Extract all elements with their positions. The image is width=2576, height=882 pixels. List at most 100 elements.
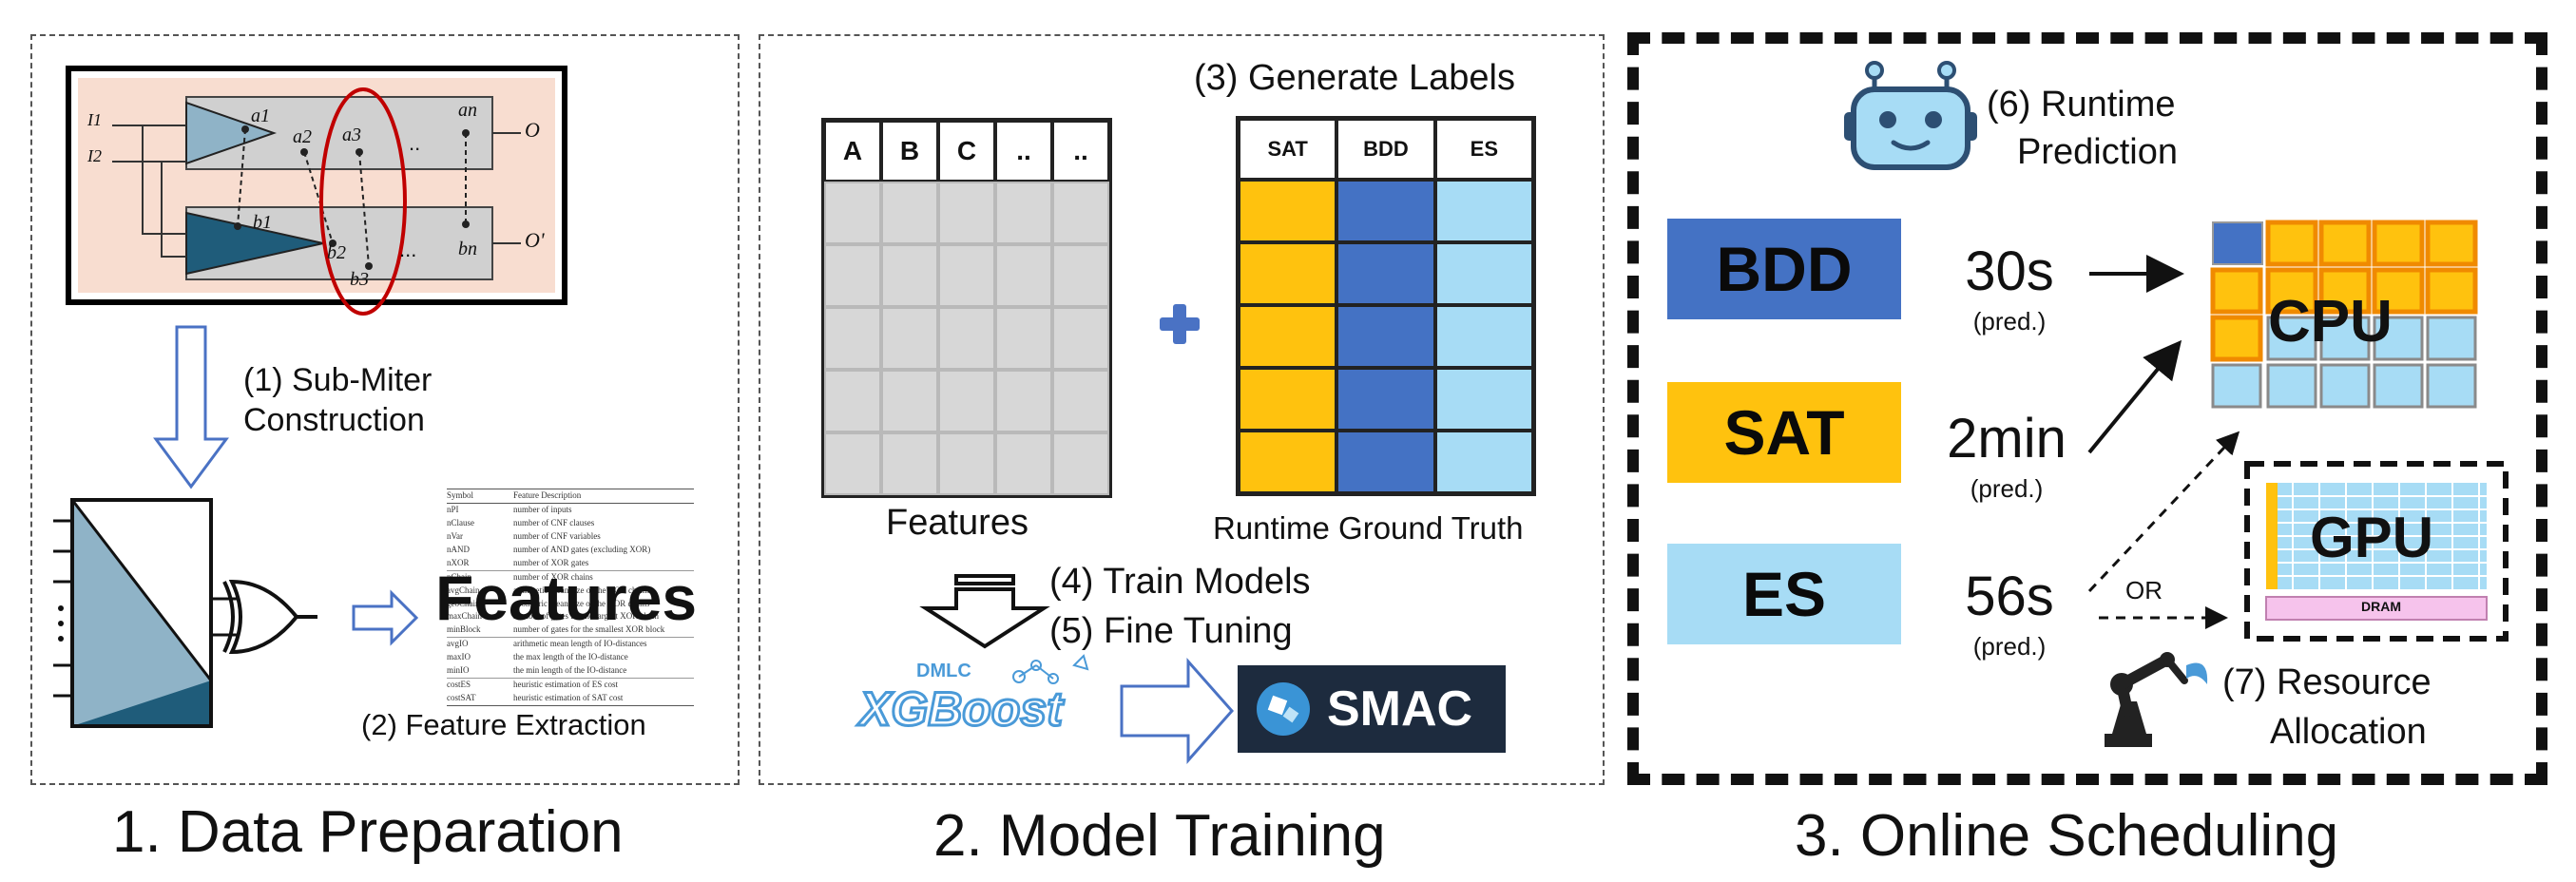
features-cell bbox=[824, 370, 881, 432]
feature-table-symbol: geoChain bbox=[447, 598, 480, 608]
down-arrow-icon bbox=[153, 325, 229, 489]
gpu-chip bbox=[2244, 461, 2509, 642]
robot-arm-icon bbox=[2105, 652, 2208, 747]
dram-label: DRAM bbox=[2361, 599, 2401, 614]
section-title-data-preparation: 1. Data Preparation bbox=[112, 799, 624, 865]
feature-table-row: nChain number of XOR chains bbox=[447, 571, 694, 585]
right-arrow-icon bbox=[352, 589, 419, 646]
labels-cell-es bbox=[1434, 180, 1533, 242]
features-cell bbox=[881, 182, 938, 244]
labels-cell-sat bbox=[1239, 305, 1337, 368]
feature-table-description: number of gates for the largest XOR chai… bbox=[513, 611, 660, 622]
feature-table-symbol: maxChain bbox=[447, 611, 482, 622]
step-sub-miter-line1: (1) Sub-Miter bbox=[243, 362, 433, 398]
feature-table-description: arithmetic mean length of IO-distances bbox=[513, 639, 647, 649]
xgboost-small-label: DMLC bbox=[916, 661, 971, 681]
labels-cell-bdd bbox=[1336, 431, 1435, 493]
step-feature-extraction: (2) Feature Extraction bbox=[361, 708, 646, 741]
feature-table-symbol: nAND bbox=[447, 544, 470, 554]
feature-table-description: geometric mean size of the XOR chains bbox=[513, 598, 650, 608]
feature-table-header-symbol: Symbol bbox=[447, 490, 474, 500]
features-cell bbox=[938, 182, 995, 244]
features-cell bbox=[995, 182, 1052, 244]
circuit-output-o-prime: O' bbox=[525, 228, 545, 252]
features-cell bbox=[1052, 432, 1109, 495]
labels-column-header: SAT bbox=[1239, 119, 1337, 180]
miter-block-icon bbox=[53, 498, 238, 728]
prediction-sat-note: (pred.) bbox=[1970, 473, 2044, 503]
features-cell bbox=[938, 244, 995, 307]
labels-cell-sat bbox=[1239, 180, 1337, 242]
prediction-bdd: 30s (pred.) bbox=[1933, 240, 2086, 336]
labels-column-header: BDD bbox=[1336, 119, 1435, 180]
section-title-online-scheduling: 3. Online Scheduling bbox=[1795, 803, 2339, 869]
step-runtime-prediction-line2: Prediction bbox=[2017, 132, 2178, 172]
prediction-sat-time: 2min bbox=[1947, 408, 2067, 470]
features-cell bbox=[938, 432, 995, 495]
features-column-header: C bbox=[938, 121, 995, 182]
features-cell bbox=[1052, 370, 1109, 432]
panel-model-training bbox=[759, 34, 1605, 785]
circuit-node-a-dots: .. bbox=[409, 131, 421, 155]
features-cell bbox=[881, 370, 938, 432]
smac-logo-text: SMAC bbox=[1327, 681, 1473, 737]
step-runtime-prediction-line1: (6) Runtime bbox=[1987, 85, 2176, 125]
features-cell bbox=[1052, 307, 1109, 370]
feature-table-symbol: nXOR bbox=[447, 557, 470, 567]
panel-data-preparation bbox=[30, 34, 740, 785]
feature-table-row: maxChain number of gates for the largest … bbox=[447, 610, 694, 623]
feature-table-description: number of inputs bbox=[513, 504, 572, 514]
smac-logo-icon bbox=[1257, 682, 1310, 736]
circuit-output-o: O bbox=[525, 118, 540, 142]
feature-table-symbol: minIO bbox=[447, 665, 470, 676]
feature-table-row: avgIO arithmetic mean length of IO-distan… bbox=[447, 638, 694, 651]
features-column-header: B bbox=[881, 121, 938, 182]
feature-table-symbol: nPI bbox=[447, 504, 459, 514]
feature-table-description: heuristic estimation of SAT cost bbox=[513, 693, 624, 703]
circuit-input-i1: I1 bbox=[87, 110, 102, 129]
prediction-bdd-time: 30s bbox=[1965, 240, 2054, 302]
circuit-node-a1: a1 bbox=[251, 105, 270, 126]
feature-table-symbol: avgIO bbox=[447, 639, 469, 649]
features-column-header: A bbox=[824, 121, 881, 182]
features-column-header: .. bbox=[995, 121, 1052, 182]
panel-online-scheduling bbox=[1627, 32, 2547, 785]
circuit-node-b1: b1 bbox=[253, 212, 272, 233]
feature-table-description: number of XOR chains bbox=[513, 571, 593, 582]
step-fine-tuning: (5) Fine Tuning bbox=[1049, 611, 1293, 651]
miter-circuit bbox=[66, 66, 567, 316]
labels-cell-es bbox=[1434, 368, 1533, 431]
features-cell bbox=[995, 370, 1052, 432]
features-cell bbox=[824, 307, 881, 370]
labels-cell-es bbox=[1434, 242, 1533, 305]
circuit-node-b2: b2 bbox=[327, 242, 346, 263]
xgboost-logo: XGBoost bbox=[858, 681, 1065, 738]
feature-table-symbol: nClause bbox=[447, 517, 474, 527]
feature-description-table: Symbol Feature Description nPI number of … bbox=[447, 489, 694, 706]
feature-table-description: number of XOR gates bbox=[513, 557, 589, 567]
tuning-right-arrow-icon bbox=[1120, 658, 1235, 764]
feature-table-row: nAND number of AND gates (excluding XOR) bbox=[447, 544, 694, 557]
feature-table-header-desc: Feature Description bbox=[513, 490, 582, 500]
cpu-label: CPU bbox=[2268, 289, 2393, 355]
smac-logo: SMAC bbox=[1238, 665, 1506, 753]
feature-table-description: number of AND gates (excluding XOR) bbox=[513, 544, 651, 554]
features-cell bbox=[995, 307, 1052, 370]
feature-table-row: nXOR number of XOR gates bbox=[447, 557, 694, 571]
solver-sat: SAT bbox=[1667, 382, 1901, 483]
labels-cell-bdd bbox=[1336, 368, 1435, 431]
features-cell bbox=[824, 182, 881, 244]
feature-table-symbol: nChain bbox=[447, 571, 471, 582]
prediction-es-time: 56s bbox=[1965, 566, 2054, 627]
prediction-bdd-note: (pred.) bbox=[1972, 306, 2047, 336]
